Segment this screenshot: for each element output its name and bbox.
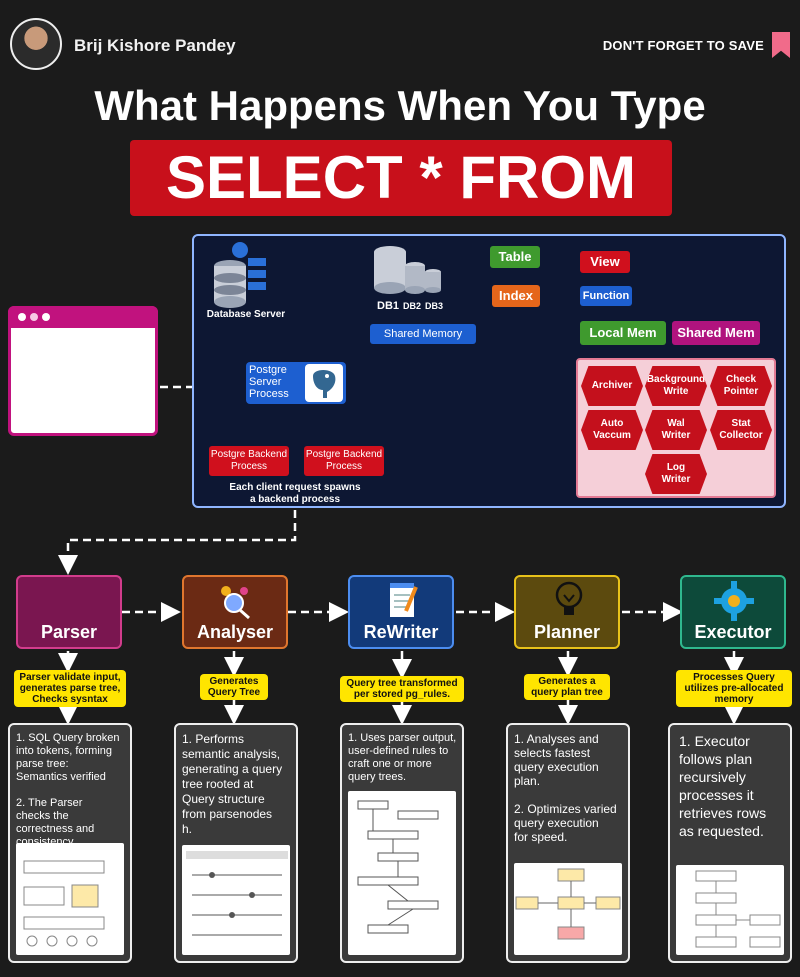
stage-executor: Executor bbox=[680, 575, 786, 649]
stage-name: Planner bbox=[533, 622, 601, 642]
db1-label: DB1 bbox=[377, 300, 400, 312]
executor-diagram-thumbnail bbox=[676, 865, 784, 955]
stage-parser: Parser bbox=[16, 575, 122, 649]
analyser-diagram-thumbnail bbox=[182, 845, 290, 955]
local-mem-tag: Local Mem bbox=[580, 321, 666, 345]
archiver-process: Archiver bbox=[581, 366, 643, 406]
backend-process-1: Postgre Backend Process bbox=[209, 446, 289, 476]
rewriter-diagram-image bbox=[357, 800, 439, 934]
executor-diagram-image bbox=[695, 870, 781, 948]
wal-writer-process: Wal Writer bbox=[645, 410, 707, 450]
analyser-note: Generates Query Tree bbox=[200, 674, 268, 700]
index-tag: Index bbox=[492, 285, 540, 307]
analyser-diagram-image bbox=[186, 851, 288, 936]
rewriter-card-text: 1. Uses parser output, user-defined rule… bbox=[348, 732, 457, 783]
function-tag: Function bbox=[580, 286, 632, 306]
rewriter-diagram-thumbnail bbox=[348, 791, 456, 955]
planner-diagram-thumbnail bbox=[514, 863, 622, 955]
check-pointer-process: Check Pointer bbox=[710, 366, 772, 406]
parser-card: 1. SQL Query broken into tokens, forming… bbox=[8, 723, 132, 963]
database-server-label: Database Server bbox=[206, 309, 286, 320]
bookmark-icon bbox=[772, 32, 790, 58]
parser-card-text: 1. SQL Query broken into tokens, forming… bbox=[16, 732, 120, 848]
stage-rewriter: ReWriter bbox=[348, 575, 454, 649]
auto-vaccum-process: Auto Vaccum bbox=[581, 410, 643, 450]
search-magnifier-icon bbox=[221, 586, 250, 620]
light-bulb-icon bbox=[555, 581, 583, 615]
executor-note: Processes Query utilizes pre-allocated m… bbox=[676, 670, 792, 707]
db3-label: DB3 bbox=[425, 301, 444, 311]
window-dot-icon bbox=[30, 313, 38, 321]
planner-note: Generates a query plan tree bbox=[524, 674, 610, 700]
stage-name: ReWriter bbox=[363, 622, 439, 642]
postgres-elephant-icon bbox=[305, 364, 343, 402]
parser-note: Parser validate input, generates parse t… bbox=[14, 670, 126, 707]
save-reminder: DON'T FORGET TO SAVE bbox=[602, 38, 764, 53]
stage-planner: Planner bbox=[514, 575, 620, 649]
shared-memory-tag: Shared Memory bbox=[370, 324, 476, 344]
log-writer-process: Log Writer bbox=[645, 454, 707, 494]
executor-card-text: 1. Executor follows plan recursively pro… bbox=[679, 733, 767, 839]
planner-diagram-image bbox=[515, 868, 621, 940]
rewriter-note: Query tree transformed per stored pg_rul… bbox=[340, 676, 464, 702]
database-server-icon bbox=[214, 242, 266, 308]
postgre-server-label: Postgre Server Process bbox=[249, 364, 289, 400]
stat-collector-process: Stat Collector bbox=[710, 410, 772, 450]
view-tag: View bbox=[580, 251, 630, 273]
stage-name: Executor bbox=[694, 622, 772, 642]
page-title: What Happens When You Type bbox=[94, 82, 706, 129]
notepad-pencil-icon bbox=[390, 583, 418, 617]
author-name: Brij Kishore Pandey bbox=[74, 36, 236, 55]
spawn-note: Each client request spawns a backend pro… bbox=[229, 482, 361, 505]
stage-name: Parser bbox=[40, 622, 98, 642]
database-cylinders-icon bbox=[374, 246, 441, 294]
gear-icon bbox=[714, 581, 754, 621]
planner-card: 1. Analyses and selects fastest query ex… bbox=[506, 723, 630, 963]
analyser-card-text: 1. Performs semantic analysis, generatin… bbox=[182, 732, 283, 836]
analyser-card: 1. Performs semantic analysis, generatin… bbox=[174, 723, 298, 963]
planner-card-text: 1. Analyses and selects fastest query ex… bbox=[514, 732, 617, 844]
rewriter-card: 1. Uses parser output, user-defined rule… bbox=[340, 723, 464, 963]
table-tag: Table bbox=[490, 246, 540, 268]
stage-analyser: Analyser bbox=[182, 575, 288, 649]
db2-label: DB2 bbox=[403, 301, 422, 311]
avatar bbox=[10, 18, 62, 70]
stage-name: Analyser bbox=[196, 622, 274, 642]
executor-card: 1. Executor follows plan recursively pro… bbox=[668, 723, 792, 963]
backend-process-2: Postgre Backend Process bbox=[304, 446, 384, 476]
parser-diagram-image bbox=[23, 860, 105, 947]
shared-mem-tag: Shared Mem bbox=[672, 321, 760, 345]
background-write-process: Background Write bbox=[645, 366, 707, 406]
browser-titlebar bbox=[8, 306, 158, 328]
window-dot-icon bbox=[18, 313, 26, 321]
parser-diagram-thumbnail bbox=[16, 843, 124, 955]
page-title-highlight: SELECT * FROM bbox=[130, 140, 672, 216]
window-dot-icon bbox=[42, 313, 50, 321]
